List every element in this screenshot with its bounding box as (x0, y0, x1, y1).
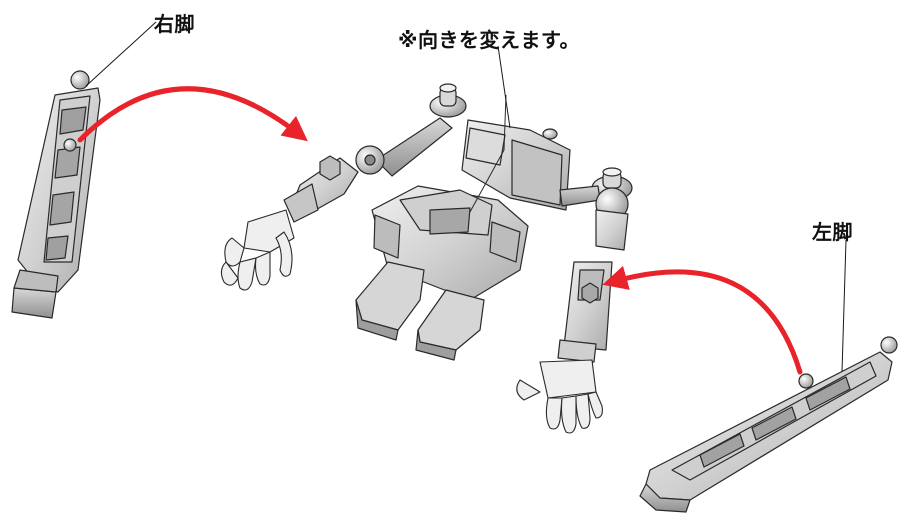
note-leader (497, 45, 511, 129)
arrow-left-leg (602, 265, 803, 375)
right-leg-leader (85, 21, 157, 87)
torso-assembly (355, 83, 633, 361)
left-leg-leader (841, 239, 847, 373)
right-arm (557, 185, 629, 363)
left-hand (220, 209, 295, 291)
arrow-right-leg (77, 86, 308, 143)
leader-lines (85, 21, 847, 373)
left-leg-part (639, 336, 898, 513)
right-leg-part (11, 70, 101, 319)
red-arrows (77, 86, 803, 375)
orientation-note: ※向きを変えます。 (398, 28, 580, 52)
right-leg-label: 右脚 (154, 12, 195, 36)
left-arm (283, 117, 453, 223)
left-leg-label: 左脚 (812, 220, 853, 244)
right-hand (516, 359, 603, 434)
